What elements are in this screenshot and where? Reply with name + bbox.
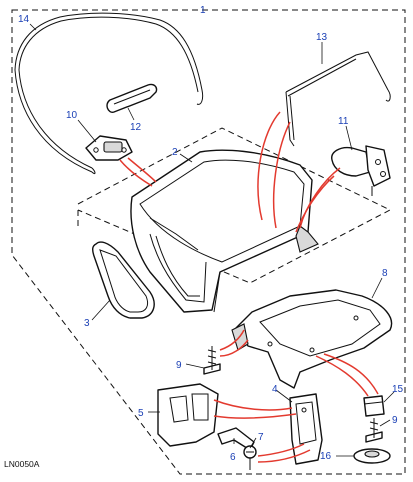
part-4-pillar-trim [289, 393, 323, 465]
callout-12: 12 [130, 122, 142, 133]
callout-14: 14 [18, 14, 30, 25]
part-15-plug [363, 395, 385, 417]
callout-6: 6 [230, 452, 236, 463]
callout-15: 15 [392, 384, 404, 395]
part-9-screw-upper [203, 346, 221, 375]
part-7-screw [243, 445, 257, 470]
callout-9-upper: 9 [176, 360, 182, 371]
assembly-boundary-outer [11, 6, 406, 475]
callout-5: 5 [138, 408, 144, 419]
part-5-clip-bracket [157, 383, 219, 447]
part-2-hardtop [130, 149, 319, 313]
assembly-boundary-hardtop [77, 127, 392, 284]
callout-3: 3 [84, 318, 90, 329]
callout-labels: 1 2 3 4 5 6 7 8 9 9 10 11 12 13 14 15 16 [18, 5, 404, 463]
part-10-hinge-bracket [85, 135, 133, 161]
part-14-windscreen-seal [14, 12, 204, 175]
callout-16: 16 [320, 451, 332, 462]
part-12-pad [106, 83, 158, 113]
callout-11: 11 [338, 116, 349, 127]
callout-leaders [29, 9, 395, 457]
callout-13: 13 [316, 32, 328, 43]
part-13-rear-rail [285, 51, 391, 147]
part-11-latch [331, 145, 391, 196]
callout-7: 7 [258, 432, 264, 443]
callout-4: 4 [272, 384, 278, 395]
callout-10: 10 [66, 110, 78, 121]
part-3-side-window [91, 241, 155, 319]
fixing-leader-lines [119, 111, 379, 463]
callout-9-lower: 9 [392, 415, 398, 426]
callout-8: 8 [382, 268, 388, 279]
part-16-washer [353, 448, 391, 464]
reference-code: LN0050A [4, 459, 40, 469]
callout-1: 1 [200, 5, 206, 16]
part-8-headlining [231, 289, 393, 389]
callout-2: 2 [172, 147, 178, 158]
part-9-screw-lower [365, 418, 383, 443]
